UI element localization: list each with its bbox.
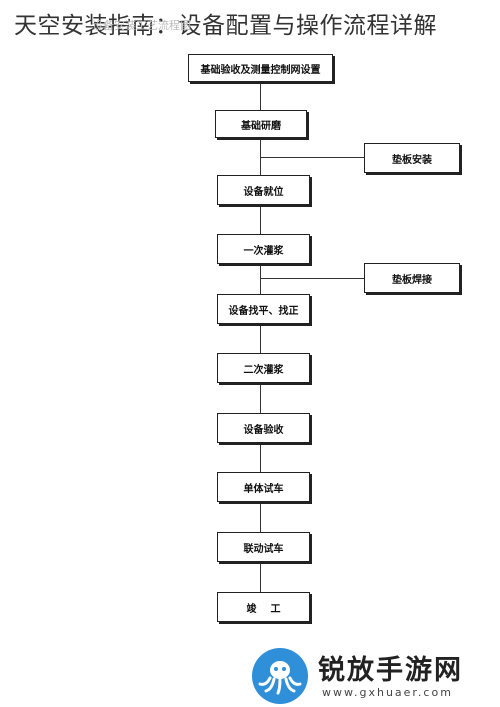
step-box-10: 竣 工 bbox=[217, 592, 310, 622]
step-label-6: 二次灌浆 bbox=[243, 364, 284, 376]
step-box-8: 单体试车 bbox=[217, 472, 310, 502]
side-step-box-2: 垫板焊接 bbox=[364, 263, 460, 293]
step-label-5: 设备找平、找正 bbox=[228, 305, 299, 317]
step-box-4: 一次灌浆 bbox=[217, 234, 310, 264]
step-label-4: 一次灌浆 bbox=[243, 245, 284, 257]
step-label-2: 基础研磨 bbox=[241, 120, 281, 132]
side-step-label-2: 垫板焊接 bbox=[392, 274, 432, 286]
step-label-7: 设备验收 bbox=[243, 424, 284, 436]
octopus-logo-icon bbox=[252, 648, 308, 704]
step-box-1: 基础验收及测量控制网设置 bbox=[188, 54, 333, 82]
step-label-10: 竣 工 bbox=[246, 603, 281, 615]
side-step-label-1: 垫板安装 bbox=[392, 154, 432, 166]
step-label-3: 设备就位 bbox=[243, 186, 284, 198]
step-label-9: 联动试车 bbox=[243, 543, 284, 555]
side-step-box-1: 垫板安装 bbox=[364, 143, 460, 173]
step-box-2: 基础研磨 bbox=[215, 110, 307, 138]
step-box-9: 联动试车 bbox=[217, 532, 310, 562]
trunk-connector bbox=[260, 82, 261, 592]
step-box-6: 二次灌浆 bbox=[217, 353, 310, 383]
step-box-5: 设备找平、找正 bbox=[217, 294, 310, 324]
step-label-8: 单体试车 bbox=[243, 483, 284, 495]
step-box-7: 设备验收 bbox=[217, 413, 310, 443]
step-box-3: 设备就位 bbox=[217, 175, 310, 205]
brand-url: www.gxhuaer.com bbox=[322, 686, 453, 699]
step-label-1: 基础验收及测量控制网设置 bbox=[200, 64, 321, 76]
page-title: 天空安装指南：设备配置与操作流程详解 bbox=[14, 13, 437, 39]
branch-connector-2 bbox=[260, 278, 364, 279]
branch-connector-1 bbox=[260, 157, 364, 158]
page-title-ghost: 设备安装工艺流程图 bbox=[92, 19, 191, 32]
brand-name: 锐放手游网 bbox=[318, 655, 463, 686]
